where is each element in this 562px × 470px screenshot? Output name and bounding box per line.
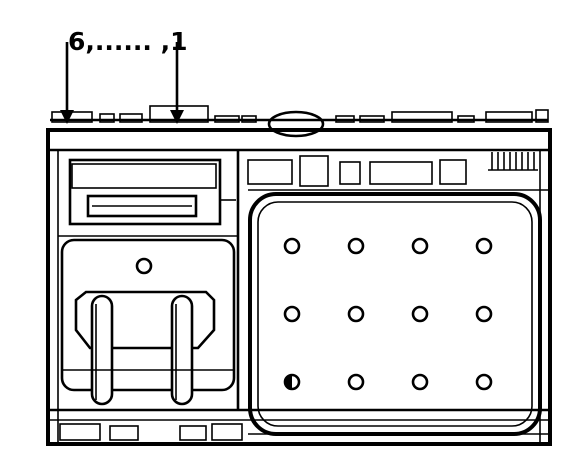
plug-body	[60, 238, 236, 392]
hole	[475, 305, 493, 323]
hole	[283, 305, 301, 323]
hole	[411, 305, 429, 323]
outer-frame	[46, 128, 552, 446]
socket-housing	[68, 158, 222, 226]
plug-center-hole	[135, 257, 153, 275]
hole	[411, 237, 429, 255]
connector-socket	[58, 158, 238, 237]
hole	[347, 237, 365, 255]
hole	[475, 373, 493, 391]
pin-1-arrow-icon	[170, 110, 184, 124]
hole	[347, 305, 365, 323]
device-outline	[46, 128, 552, 446]
hole	[475, 237, 493, 255]
hole	[283, 237, 301, 255]
prong-right	[170, 294, 194, 406]
bottom-pcb-edge	[59, 423, 550, 441]
pin-6-arrow-icon	[60, 110, 74, 124]
filled-hole-marker	[285, 375, 292, 389]
shield-outer	[248, 192, 542, 436]
pin-range-label: 6,...... ,1	[68, 27, 187, 56]
upper-right-components	[247, 152, 550, 191]
socket-opening	[86, 194, 198, 218]
hole	[411, 373, 429, 391]
plug-bridge	[74, 290, 216, 350]
prong-left	[90, 294, 114, 406]
hole	[347, 373, 365, 391]
shield-inner	[257, 201, 533, 427]
plug-assembly	[60, 238, 236, 406]
pin-label-group: 6,...... ,1	[60, 27, 187, 124]
hole-grid	[283, 237, 493, 391]
shield-can	[248, 192, 542, 436]
heatsink-fins	[488, 152, 538, 171]
crystal-component	[267, 110, 325, 138]
